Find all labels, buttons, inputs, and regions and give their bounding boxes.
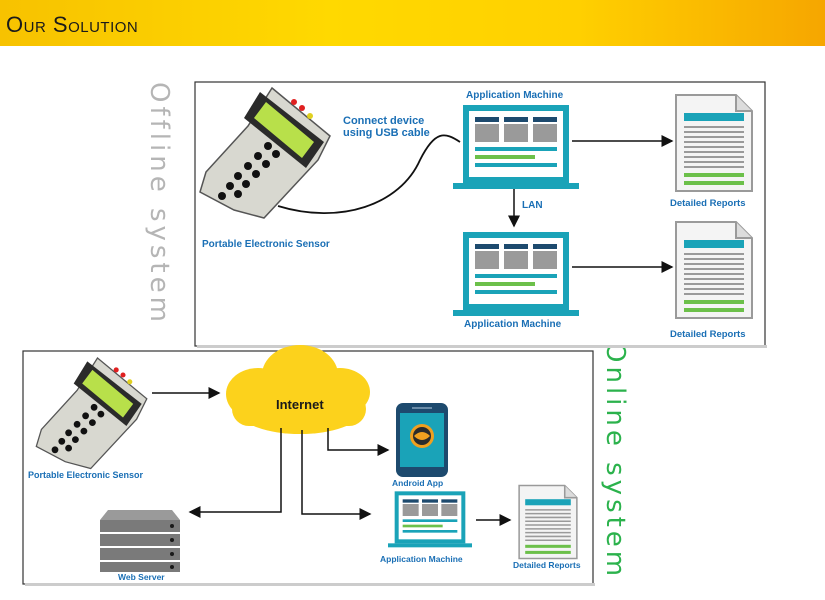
laptop-top-icon [453,105,579,189]
internet-cloud-icon [226,345,370,434]
web-server-label: Web Server [118,572,165,582]
machine-top-label: Application Machine [466,90,564,101]
online-sensor-label: Portable Electronic Sensor [28,470,144,480]
lan-label: LAN [522,200,543,211]
usb-cable [277,134,461,214]
offline-sensor-label: Portable Electronic Sensor [202,239,330,250]
online-report-icon [518,484,578,560]
report-bottom-label: Detailed Reports [670,329,746,340]
online-report-label: Detailed Reports [513,560,581,570]
online-system-label: Online system [600,342,630,581]
usb-label-line1: Connect device [343,115,424,127]
page-title: Our Solution [6,12,139,37]
laptop-bottom-icon [453,232,579,316]
online-sensor-device-icon [35,357,148,470]
report-top-label: Detailed Reports [670,198,746,209]
offline-system-label: Offline system [144,82,174,326]
internet-label: Internet [276,397,324,412]
report-bottom-icon [675,221,753,319]
usb-label-line2: using USB cable [343,127,430,139]
android-phone-icon [396,403,448,477]
header-banner: Our Solution [0,0,825,46]
online-machine-label: Application Machine [380,554,463,564]
online-laptop-icon [388,491,472,548]
machine-bottom-label: Application Machine [464,319,562,330]
android-label: Android App [392,478,443,488]
sensor-device-icon [199,86,331,219]
report-top-icon [675,94,753,192]
web-server-icon [100,510,180,572]
